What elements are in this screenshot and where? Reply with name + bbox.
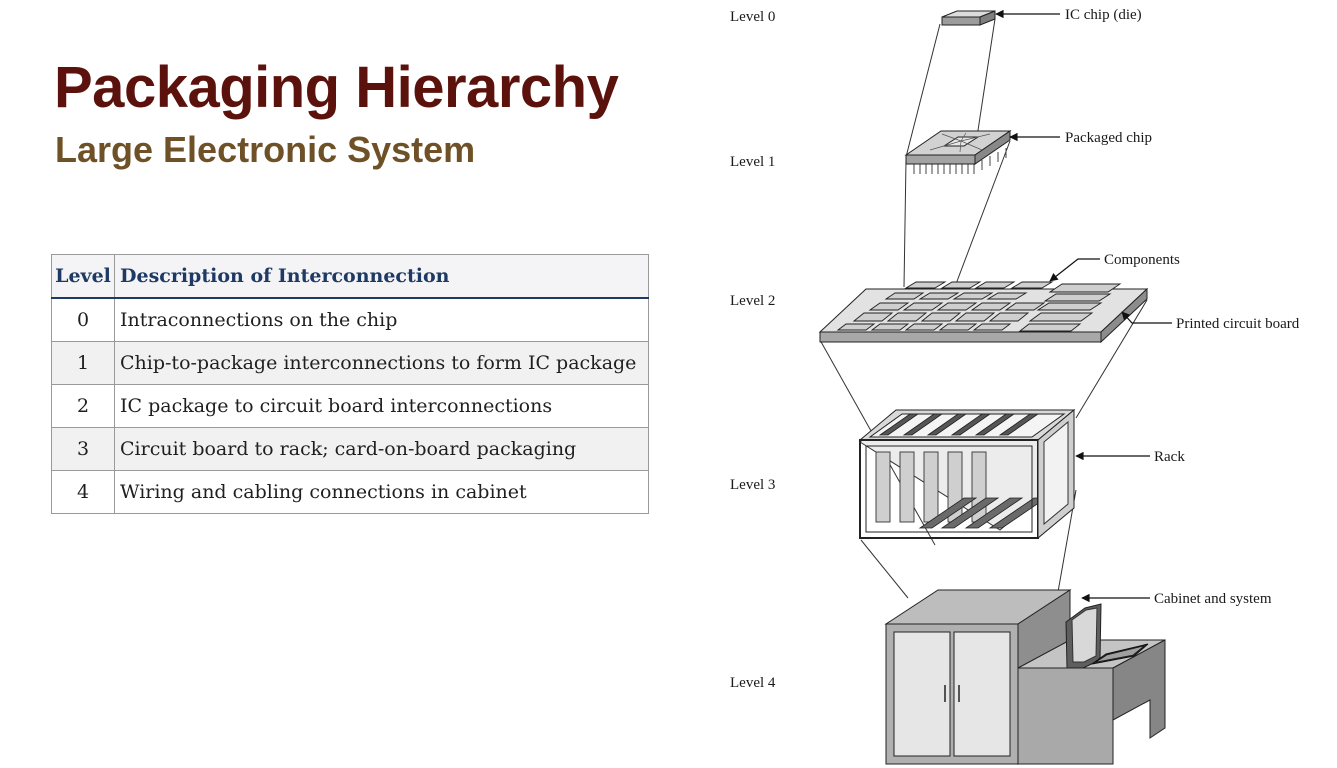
row-level: 3 — [51, 427, 115, 471]
row-description: Chip-to-package interconnections to form… — [114, 341, 649, 385]
table-header-row: Level Description of Interconnection — [51, 254, 649, 299]
row-level: 0 — [51, 297, 115, 342]
row-level: 2 — [51, 384, 115, 428]
interconnection-levels-table: Level Description of Interconnection 0 I… — [51, 254, 649, 514]
level-label-1: Level 1 — [730, 154, 775, 170]
callout-packaged-chip: Packaged chip — [1065, 130, 1152, 146]
level-label-4: Level 4 — [730, 675, 776, 691]
cabinet-and-system-icon — [884, 589, 1166, 765]
header-description: Description of Interconnection — [114, 254, 649, 299]
row-description: IC package to circuit board interconnect… — [114, 384, 649, 428]
level-label-0: Level 0 — [730, 9, 775, 25]
level-label-2: Level 2 — [730, 293, 775, 309]
header-level: Level — [51, 254, 115, 299]
callout-rack: Rack — [1154, 449, 1185, 465]
callout-ic-chip-die: IC chip (die) — [1065, 7, 1142, 23]
table-row: 1 Chip-to-package interconnections to fo… — [51, 341, 649, 385]
row-description: Wiring and cabling connections in cabine… — [114, 470, 649, 514]
row-level: 4 — [51, 470, 115, 514]
callout-components: Components — [1104, 252, 1180, 268]
packaged-chip-icon — [904, 130, 1012, 174]
table-row: 2 IC package to circuit board interconne… — [51, 384, 649, 428]
row-level: 1 — [51, 341, 115, 385]
level-label-3: Level 3 — [730, 477, 775, 493]
callout-cabinet-and-system: Cabinet and system — [1154, 591, 1272, 607]
page-title: Packaging Hierarchy — [54, 55, 619, 120]
row-description: Circuit board to rack; card-on-board pac… — [114, 427, 649, 471]
page-subtitle: Large Electronic System — [55, 129, 476, 170]
callout-printed-circuit-board: Printed circuit board — [1176, 316, 1300, 332]
rack-icon — [858, 408, 1076, 540]
packaging-hierarchy-diagram: Level 0 Level 1 Level 2 Level 3 Level 4 — [730, 7, 1300, 765]
row-description: Intraconnections on the chip — [114, 297, 649, 342]
printed-circuit-board-icon — [818, 281, 1149, 344]
table-row: 4 Wiring and cabling connections in cabi… — [51, 470, 649, 514]
table-row: 0 Intraconnections on the chip — [51, 297, 649, 342]
ic-die-icon — [941, 10, 996, 26]
table-row: 3 Circuit board to rack; card-on-board p… — [51, 427, 649, 471]
